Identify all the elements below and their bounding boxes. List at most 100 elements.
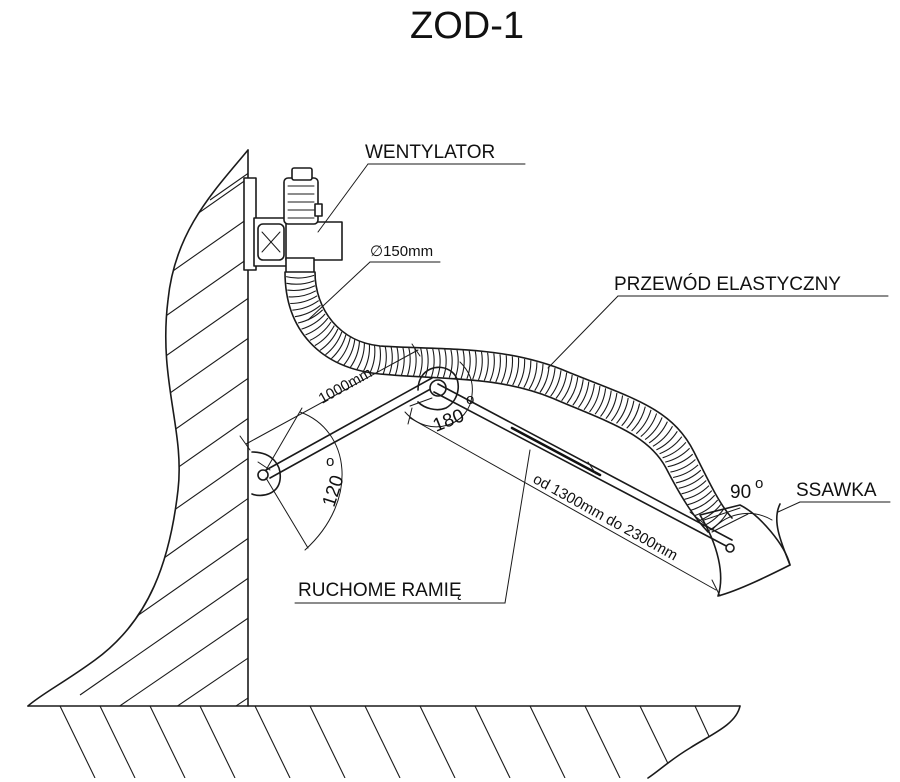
- diameter-label: ∅150mm: [370, 243, 433, 260]
- hose-corrugation: [605, 392, 618, 420]
- angle-120-degree: o: [326, 453, 334, 470]
- hose-corrugation: [589, 385, 601, 413]
- hose-corrugation: [294, 304, 321, 318]
- hose-corrugation: [572, 379, 584, 406]
- hose-corrugation: [517, 358, 526, 387]
- flexible-hose: [284, 271, 733, 533]
- hose-corrugation: [656, 431, 678, 451]
- hose-corrugation: [621, 400, 635, 427]
- hose-corrugation: [544, 367, 556, 395]
- hose-corrugation: [287, 285, 316, 292]
- hose-corrugation: [687, 490, 713, 506]
- hose-corrugation: [626, 403, 641, 429]
- hose-corrugation: [442, 349, 447, 378]
- hose-corrugation: [631, 406, 646, 432]
- floor-section: [27, 705, 741, 779]
- hose-corrugation: [670, 459, 696, 473]
- wall-section: [27, 149, 249, 707]
- hose-corrugation: [325, 331, 343, 356]
- hose-corrugation: [297, 309, 324, 324]
- hose-corrugation: [448, 349, 453, 378]
- hose-corrugation: [424, 348, 429, 377]
- hose-corrugation: [684, 485, 710, 500]
- wall-hatching: [69, 169, 248, 706]
- hose-corrugation: [577, 381, 590, 408]
- hose-corrugation: [681, 480, 707, 495]
- hose-corrugation: [512, 357, 520, 386]
- arm-label: RUCHOME RAMIĘ: [298, 580, 462, 601]
- hose-corrugation: [460, 350, 465, 379]
- hose-corrugation: [690, 494, 716, 511]
- angle-120-label: 120: [319, 473, 349, 510]
- hose-corrugation: [477, 351, 483, 381]
- hose-corrugation: [376, 345, 381, 374]
- fan-unit: [243, 167, 343, 273]
- swing-arm: [251, 366, 735, 553]
- hose-corrugation: [694, 499, 719, 517]
- hose-corrugation: [362, 344, 371, 372]
- hose-corrugation: [356, 342, 365, 371]
- hose-corrugation: [594, 388, 607, 415]
- hose-corrugation: [309, 321, 332, 341]
- hose-corrugation: [388, 346, 393, 375]
- hose-corrugation: [286, 280, 315, 285]
- hose-corrugation: [483, 352, 489, 381]
- arm-length-label: 1000mm: [316, 364, 375, 407]
- hose-corrugation: [382, 346, 387, 375]
- hose-corrugation: [412, 347, 417, 377]
- extension-label: od 1300mm do 2300mm: [530, 471, 680, 565]
- hose-corrugation: [672, 464, 699, 479]
- hose-corrugation: [292, 300, 320, 311]
- hose-corrugation: [489, 353, 495, 382]
- hose-corrugation: [635, 409, 652, 435]
- hose-corrugation: [662, 441, 687, 459]
- hose-corrugation: [665, 447, 690, 463]
- hose-corrugation: [506, 356, 514, 385]
- hose-corrugation: [454, 349, 459, 379]
- hose-corrugation: [285, 274, 315, 279]
- hose-corrugation: [640, 413, 658, 438]
- hose-corrugation: [430, 348, 435, 377]
- hose-corrugation: [523, 360, 532, 388]
- hose-corrugation: [667, 453, 694, 468]
- hose-corrugation: [314, 325, 335, 347]
- hose-corrugation: [337, 337, 351, 363]
- hose-corrugation: [555, 372, 568, 399]
- hose-corrugation: [644, 417, 663, 441]
- hose-corrugation: [472, 351, 477, 380]
- angle-90-degree: o: [755, 475, 763, 492]
- hose-corrugation: [566, 377, 579, 404]
- hose-corrugation: [675, 469, 702, 484]
- hose-corrugation: [319, 328, 339, 351]
- hose-corrugation: [600, 390, 612, 417]
- hose-corrugation: [343, 339, 356, 366]
- suction-hood: [699, 503, 791, 597]
- dimension-lines: [239, 163, 891, 604]
- diagram-title: ZOD-1: [410, 5, 524, 47]
- hose-corrugation: [539, 365, 550, 393]
- hose-corrugation: [500, 355, 508, 384]
- hose-corrugation: [301, 313, 326, 330]
- hose-corrugation: [406, 347, 411, 376]
- hose-corrugation: [583, 383, 595, 411]
- hose-corrugation: [561, 374, 573, 402]
- hose-corrugation: [648, 421, 668, 444]
- hose-corrugation: [369, 345, 376, 374]
- hose-corrugation: [616, 397, 629, 424]
- hose-corrugation: [550, 370, 562, 397]
- fan-label: WENTYLATOR: [365, 142, 495, 163]
- hose-label: PRZEWÓD ELASTYCZNY: [614, 273, 841, 295]
- hood-label: SSAWKA: [796, 480, 877, 501]
- hose-corrugation: [400, 347, 405, 376]
- hose-corrugation: [349, 341, 361, 368]
- hose-corrugation: [466, 350, 471, 379]
- hose-corrugation: [305, 317, 329, 336]
- angle-90-label: 90: [730, 482, 751, 503]
- hose-corrugation: [331, 334, 347, 360]
- floor-hatching: [59, 706, 721, 778]
- hose-corrugation: [678, 474, 704, 489]
- hose-corrugation: [534, 363, 544, 391]
- hose-corrugation: [659, 436, 683, 455]
